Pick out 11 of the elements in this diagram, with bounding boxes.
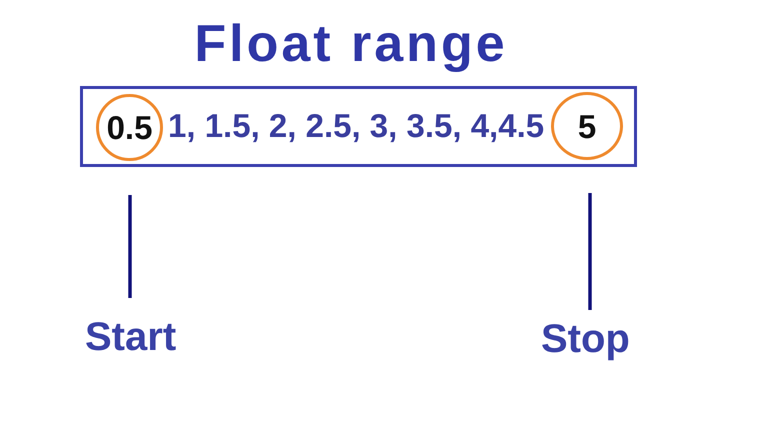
- endpoint-label: Start: [85, 317, 176, 357]
- endpoint-label: Stop: [541, 319, 630, 359]
- range-box: [80, 86, 637, 167]
- highlight-circle: [96, 94, 163, 161]
- diagram-title: Float range: [194, 18, 508, 70]
- number-sequence: 1, 1.5, 2, 2.5, 3, 3.5, 4,4.5: [168, 109, 544, 142]
- circled-number: 0.5: [106, 111, 152, 144]
- leader-line: [588, 193, 592, 310]
- highlight-circle: [551, 92, 623, 160]
- circled-number: 5: [578, 110, 596, 142]
- leader-line: [128, 195, 132, 298]
